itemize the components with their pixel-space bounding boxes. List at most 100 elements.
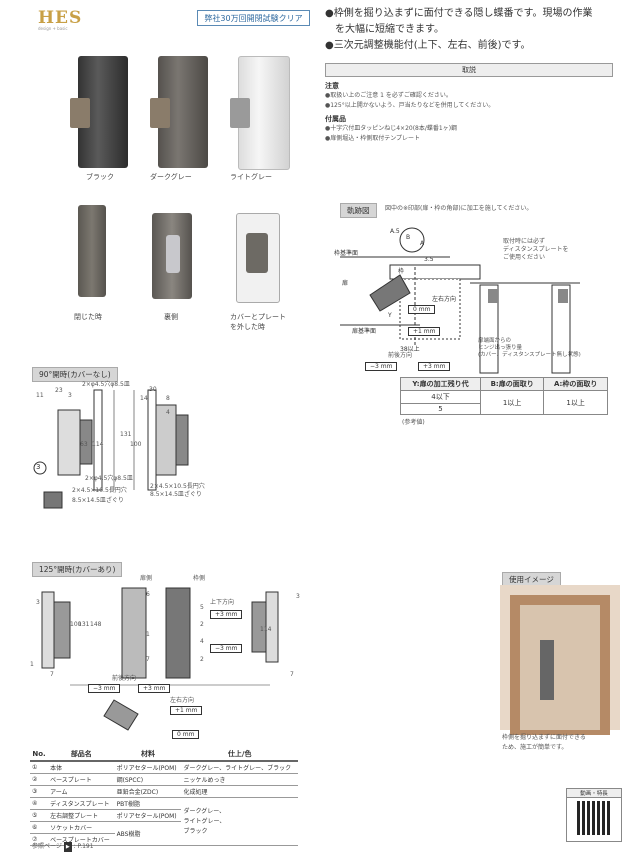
table-cell: ③ [30, 785, 49, 798]
label-frame-side: 枠側 [193, 575, 206, 582]
callout-circle: 3 [36, 599, 40, 606]
dim: 3 [68, 392, 72, 399]
leftright-plus1: +1 mm [170, 706, 203, 715]
callout-circle: 3 [296, 593, 300, 600]
track-label-frontback: 前後方向 [388, 352, 413, 359]
test-badge: 弊社30万回開閉試験クリア [197, 10, 310, 26]
feature-line: を大幅に短縮できます。 [335, 24, 444, 35]
col-header: A:枠の面取り [543, 377, 608, 391]
feature-list: ●枠側を掘り込まずに面付できる隠し蝶番です。現場の作業 を大幅に短縮できます。 … [325, 6, 630, 54]
dim: 131 [78, 621, 90, 628]
brand-logo-subtitle: design + basic [38, 26, 68, 31]
caution-item: ●125°以上開かないよう、戸当たりなどを併用してください。 [325, 102, 495, 109]
table-cell: 鋼(SPCC) [114, 773, 182, 786]
table-cell: ④ [30, 797, 49, 810]
track-label-35: 3.5 [424, 256, 434, 263]
brand-logo: HES [38, 8, 83, 28]
note-line: ヒンジ出っ張り量 [478, 345, 523, 351]
finish-line: ダークグレー、 [183, 807, 226, 815]
hinge-arm-detail [230, 98, 250, 128]
col-header: B:扉の面取り [479, 377, 545, 391]
state-label-no-cover-1: カバーとプレート [230, 313, 286, 321]
table-row: ⑥ ソケットカバー ABS樹脂 [30, 821, 298, 846]
table-note: (参考値) [402, 419, 425, 426]
note-line: ディスタンスプレートを [503, 246, 569, 253]
dim: 30 [149, 386, 157, 393]
dim: 100 [130, 441, 142, 448]
accessory-item: ●十字穴付皿タッピンねじ4×20(8本/蝶番1ヶ)鋼 [325, 125, 458, 132]
color-label-darkgray: ダークグレー [150, 173, 192, 181]
reference-arrow-icon: ▶ [63, 842, 72, 852]
protrusion-note: 扉端面からの ヒンジ出っ張り量 (カバー、ディスタンスプレート無し状態) [478, 338, 581, 359]
usage-image [500, 585, 620, 735]
leftright-0: 0 mm [172, 730, 200, 739]
table-cell: ポリアセタール(POM) [114, 760, 182, 774]
track-mm-plus3: +3 mm [418, 362, 451, 371]
table-cell: アーム [48, 785, 115, 798]
track-label-frame-ref: 枠基準面 [334, 249, 358, 257]
parts-table: No. 部品名 材料 仕上/色 ① 本体 ポリアセタール(POM) ダークグレー… [30, 748, 298, 846]
reference-page[interactable]: 参照ページ ▶ : P.191 [32, 842, 94, 852]
table-row: ④ ディスタンスプレート PBT樹脂 ダークグレー、 ライトグレー、 ブラック [30, 797, 298, 846]
callout: 8.5×14.5皿ざぐり [150, 491, 202, 498]
parts-header: 材料 [114, 748, 182, 762]
parts-header: No. [30, 748, 49, 762]
table-cell: 5 [400, 403, 481, 415]
section-90-drawing [33, 389, 189, 509]
dim: 7 [290, 671, 294, 678]
table-cell: ABS樹脂 [114, 821, 182, 846]
dim: 114 [92, 441, 104, 448]
state-label-no-cover-2: を外した時 [230, 323, 265, 331]
track-mm-minus3: −3 mm [365, 362, 398, 371]
table-cell: ソケットカバー [48, 821, 115, 834]
finish-line: ブラック [183, 827, 208, 835]
video-label: 動画・特長 [567, 789, 621, 798]
dim: 4 [166, 409, 170, 416]
track-label-leftright: 左右方向 [432, 295, 456, 303]
state-label-back: 裏側 [164, 313, 178, 321]
accessories-title: 付属品 [325, 115, 346, 123]
label-door-side: 扉側 [140, 575, 153, 582]
callout: 2×φ4.5穴φ8.5皿 [85, 475, 133, 482]
table-cell: ディスタンスプレート [48, 797, 115, 810]
section-125-tab: 125°開時(カバーあり) [32, 562, 123, 577]
track-tab: 軌跡図 [340, 203, 377, 218]
note-line: (カバー、ディスタンスプレート無し状態) [478, 352, 581, 358]
hinge-arm-detail [70, 98, 90, 128]
table-cell: ② [30, 773, 49, 786]
table-cell: ニッケルめっき [181, 773, 298, 786]
updown-minus3: −3 mm [210, 644, 243, 653]
usage-caption-1: 枠側を掘り込まずに面付できる [502, 734, 586, 741]
table-cell: 1以上 [543, 390, 608, 415]
label-leftright: 左右方向 [170, 697, 195, 704]
usage-caption-2: ため、施工が簡単です。 [502, 744, 568, 751]
table-cell: ① [30, 760, 49, 774]
table-cell: 1以上 [479, 390, 545, 415]
dim: 14 [140, 395, 148, 402]
table-cell: PBT樹脂 [114, 797, 182, 810]
dim: 63 [80, 441, 88, 448]
track-label-y: Y [387, 312, 392, 319]
table-row: ① 本体 ポリアセタール(POM) ダークグレー、ライトグレー、ブラック [30, 760, 298, 774]
callout-circle: 2 [200, 621, 204, 628]
track-mm-plus1: +1 mm [408, 327, 441, 336]
accessory-item: ●扉側堀込・枠側取付テンプレート [325, 135, 421, 142]
track-description: 図中の※印部(扉・枠の角部)に加工を施してください。 [385, 205, 533, 212]
hinge-states [70, 205, 310, 305]
video-qr-box[interactable]: 動画・特長 [566, 788, 622, 842]
table-cell: ポリアセタール(POM) [114, 809, 182, 822]
col-header: Y:扉の加工残り代 [400, 377, 481, 391]
table-cell: ⑥ [30, 821, 49, 834]
machining-table: Y:扉の加工残り代 B:扉の面取り A:枠の面取り 4以下 1以上 1以上 5 [400, 377, 608, 415]
note-line: 扉端面からの [478, 338, 512, 344]
table-cell: 亜鉛合金(ZDC) [114, 785, 182, 798]
dim: 100 [70, 621, 82, 628]
label-frontback: 前後方向 [112, 675, 137, 682]
state-label-closed: 閉じた時 [74, 313, 102, 321]
dim: 1 [30, 661, 34, 668]
qr-code-icon [577, 801, 611, 835]
note-line: ご使用ください [503, 254, 546, 261]
caution-item: ●取扱い上のご注意 1 を必ずご確認ください。 [325, 92, 452, 99]
handling-tab: 取説 [325, 63, 613, 77]
table-cell: 本体 [48, 760, 115, 774]
